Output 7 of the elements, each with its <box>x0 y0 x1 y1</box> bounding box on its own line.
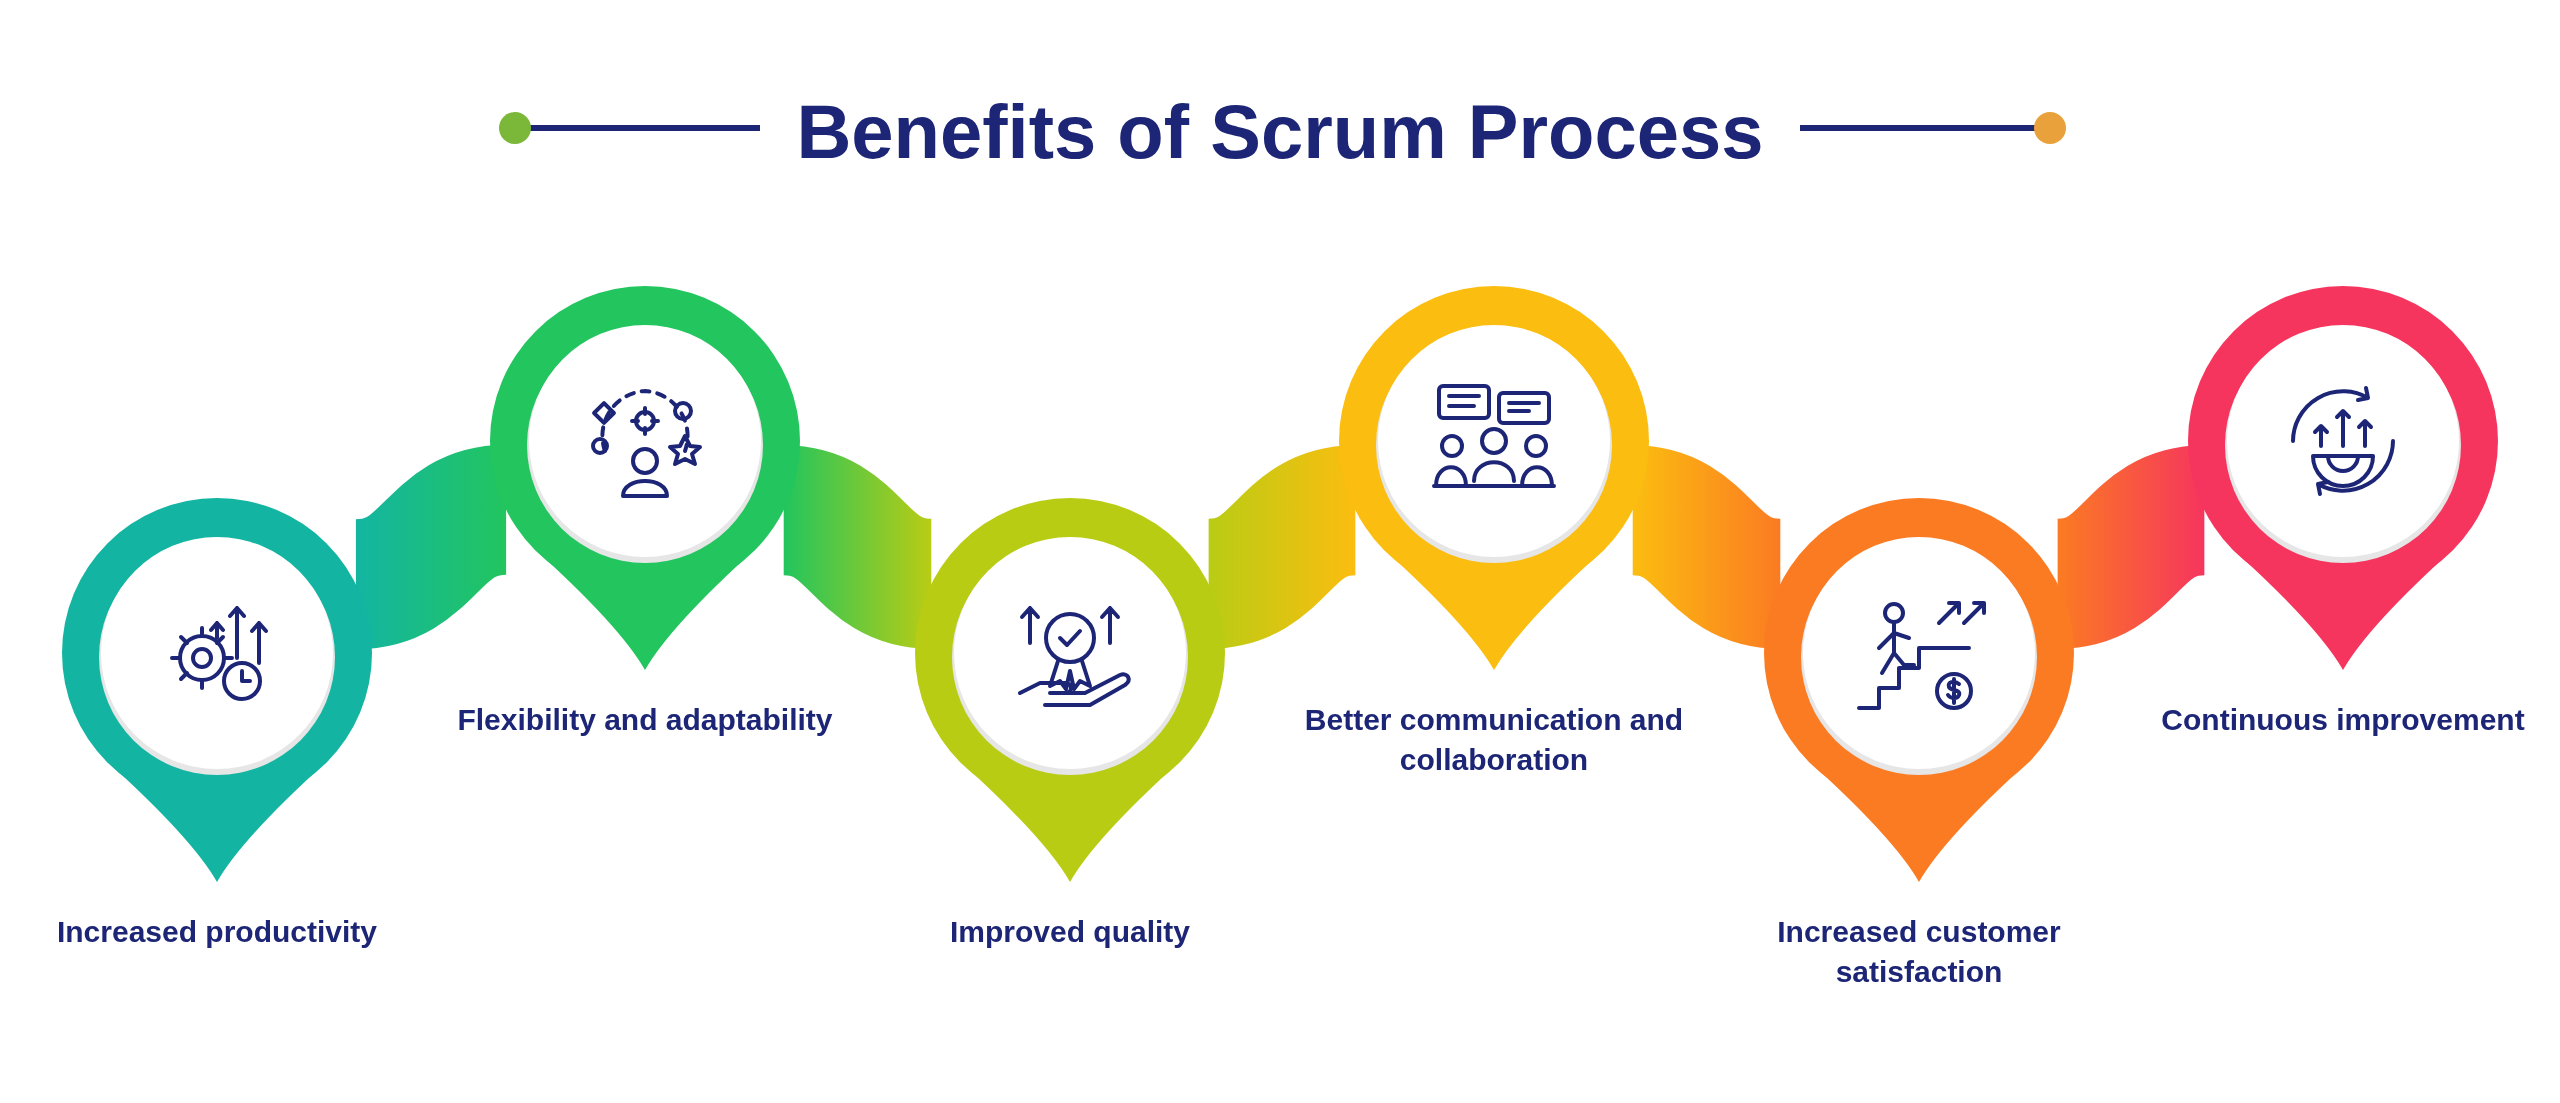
benefit-label: Better communication and collaboration <box>1304 702 1684 778</box>
benefit-label: Increased productivity <box>56 914 378 950</box>
benefit-label: Improved quality <box>949 914 1190 950</box>
benefit-label: Flexibility and adaptability <box>457 702 833 738</box>
benefit-label: Continuous improvement <box>2161 702 2525 738</box>
benefit-label: Increased customer satisfaction <box>1776 914 2062 990</box>
title: Benefits of Scrum Process <box>796 89 1764 174</box>
